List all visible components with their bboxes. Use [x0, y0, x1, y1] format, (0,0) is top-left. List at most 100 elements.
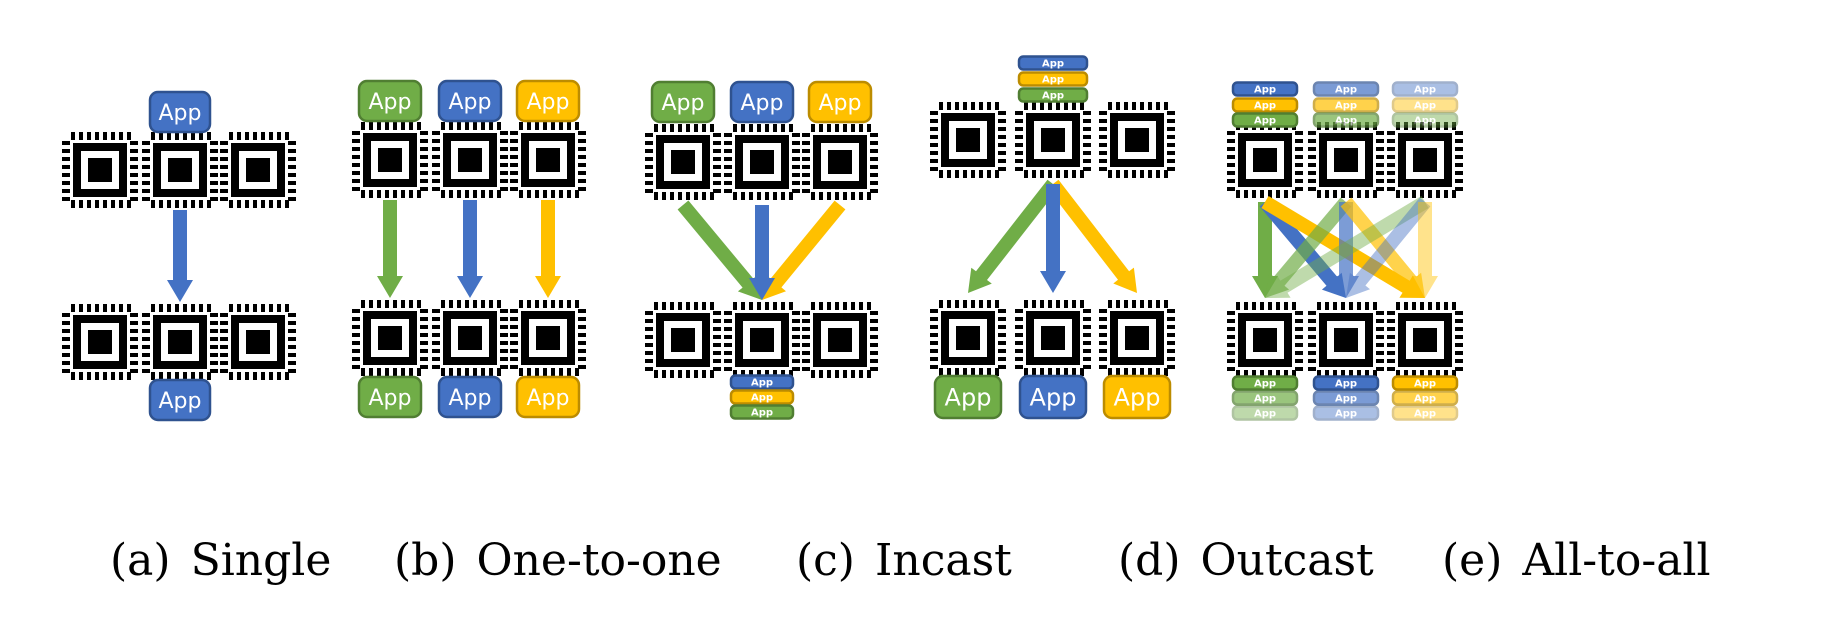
chip-incast-bottom: [645, 302, 721, 378]
svg-text:App: App: [449, 386, 492, 411]
chip-incast-bottom: [802, 302, 878, 378]
arrow-all-to-all-green: [1265, 196, 1429, 298]
chip-single-bottom: [142, 304, 218, 380]
svg-text:App: App: [527, 90, 570, 115]
app-all-to-all-source-blue: App: [1312, 81, 1380, 97]
arrow-one-to-one-green: [377, 200, 403, 298]
caption-name: Outcast: [1200, 535, 1374, 586]
svg-text:App: App: [751, 378, 773, 389]
svg-text:App: App: [1414, 101, 1436, 112]
app-outcast-source-yellow: App: [1017, 71, 1089, 87]
app-single-source: App: [148, 90, 212, 134]
svg-text:App: App: [1254, 394, 1276, 405]
app-one-to-one-source-yellow: App: [515, 79, 581, 123]
svg-text:App: App: [369, 386, 412, 411]
chip-outcast-bottom: [1015, 300, 1091, 376]
app-all-to-all-source-yellow: App: [1391, 97, 1459, 113]
arrow-incast-yellow: [762, 200, 846, 300]
svg-text:App: App: [1254, 101, 1276, 112]
chip-incast-top: [645, 124, 721, 200]
app-one-to-one-destination-blue: App: [437, 375, 503, 419]
app-all-to-all-destination-yellow: App: [1391, 390, 1459, 406]
chip-incast-top: [802, 124, 878, 200]
svg-text:App: App: [751, 393, 773, 404]
svg-text:App: App: [1254, 85, 1276, 96]
caption-outcast: (d)Outcast: [1118, 535, 1374, 586]
arrow-outcast-green: [968, 179, 1059, 293]
chip-outcast-top: [930, 102, 1006, 178]
svg-text:App: App: [1335, 85, 1357, 96]
svg-text:App: App: [751, 408, 773, 419]
app-all-to-all-destination-green: App: [1231, 375, 1299, 391]
app-all-to-all-source-yellow: App: [1231, 97, 1299, 113]
chip-all-to-all-bottom: [1387, 302, 1463, 378]
app-all-to-all-destination-yellow: App: [1391, 405, 1459, 421]
app-outcast-destination-blue: App: [1018, 374, 1088, 420]
svg-text:App: App: [1030, 384, 1077, 412]
svg-text:App: App: [1254, 116, 1276, 127]
app-one-to-one-destination-yellow: App: [515, 375, 581, 419]
app-one-to-one-source-green: App: [357, 79, 423, 123]
app-incast-source-yellow: App: [807, 80, 873, 124]
app-outcast-destination-yellow: App: [1102, 374, 1172, 420]
chip-one-to-one-bottom: [510, 300, 586, 376]
svg-text:App: App: [945, 384, 992, 412]
caption-letter: (e): [1442, 535, 1503, 586]
app-one-to-one-source-blue: App: [437, 79, 503, 123]
app-one-to-one-destination-green: App: [357, 375, 423, 419]
caption-single: (a)Single: [110, 535, 331, 586]
app-single-destination: App: [148, 378, 212, 422]
app-incast-source-blue: App: [729, 80, 795, 124]
app-all-to-all-destination-green: App: [1231, 405, 1299, 421]
app-all-to-all-source-green: App: [1312, 112, 1380, 128]
svg-text:App: App: [1414, 394, 1436, 405]
svg-text:App: App: [369, 90, 412, 115]
caption-all-to-all: (e)All-to-all: [1442, 535, 1711, 586]
arrow-one-to-one-blue: [457, 200, 483, 298]
caption-name: Single: [190, 535, 332, 586]
svg-text:App: App: [1414, 409, 1436, 420]
app-all-to-all-source-yellow: App: [1312, 97, 1380, 113]
app-all-to-all-source-blue: App: [1391, 81, 1459, 97]
arrow-all-to-all-blue: [1333, 202, 1359, 298]
caption-letter: (c): [796, 535, 855, 586]
chip-incast-top: [724, 124, 800, 200]
app-all-to-all-destination-green: App: [1231, 390, 1299, 406]
arrow-single: [167, 210, 193, 302]
svg-text:App: App: [1042, 91, 1064, 102]
app-incast-destination-green: App: [729, 404, 795, 420]
svg-text:App: App: [662, 91, 705, 116]
chip-one-to-one-top: [352, 122, 428, 198]
chip-all-to-all-bottom: [1308, 302, 1384, 378]
chip-all-to-all-top: [1308, 122, 1384, 198]
app-incast-source-green: App: [650, 80, 716, 124]
svg-text:App: App: [527, 386, 570, 411]
svg-text:App: App: [1254, 379, 1276, 390]
chip-one-to-one-top: [510, 122, 586, 198]
arrow-all-to-all-green: [1252, 202, 1278, 298]
chip-one-to-one-top: [432, 122, 508, 198]
app-all-to-all-destination-blue: App: [1312, 375, 1380, 391]
chip-single-top: [142, 132, 218, 208]
svg-text:App: App: [1335, 394, 1357, 405]
app-all-to-all-destination-blue: App: [1312, 405, 1380, 421]
arrow-incast-green: [677, 200, 762, 300]
svg-text:App: App: [159, 101, 202, 126]
svg-text:App: App: [1414, 85, 1436, 96]
svg-text:App: App: [449, 90, 492, 115]
chip-all-to-all-top: [1227, 122, 1303, 198]
app-all-to-all-source-blue: App: [1231, 81, 1299, 97]
app-all-to-all-source-green: App: [1391, 112, 1459, 128]
chip-all-to-all-bottom: [1227, 302, 1303, 378]
chip-outcast-top: [1015, 102, 1091, 178]
arrow-all-to-all-green: [1265, 197, 1352, 298]
arrow-one-to-one-yellow: [535, 200, 561, 298]
caption-incast: (c)Incast: [796, 535, 1012, 586]
svg-text:App: App: [1335, 116, 1357, 127]
chip-all-to-all-top: [1387, 122, 1463, 198]
chip-outcast-top: [1099, 102, 1175, 178]
app-all-to-all-destination-blue: App: [1312, 390, 1380, 406]
svg-text:App: App: [1414, 116, 1436, 127]
svg-text:App: App: [1114, 384, 1161, 412]
